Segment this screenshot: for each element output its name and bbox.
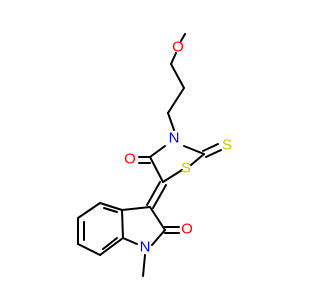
bond-c3a-c7a: [121, 209, 124, 239]
indole-nitrogen-label: N: [140, 239, 151, 256]
bond-n-methyl: [142, 254, 146, 277]
bond-benz-5: [99, 237, 124, 256]
bond-n-c4: [149, 145, 166, 158]
carbonyl-oxygen-atom: O: [124, 151, 136, 168]
methoxy-oxygen-label: O: [172, 39, 184, 56]
ring-sulfur-atom: S: [181, 160, 191, 177]
indole-nitrogen-atom: N: [140, 239, 151, 256]
bond-ch2-n: [167, 112, 175, 131]
carbonyl-oxygen-label: O: [124, 151, 136, 168]
ring-sulfur-label: S: [181, 160, 191, 177]
thione-sulfur-label: S: [222, 137, 232, 154]
lactam-oxygen-atom: O: [181, 221, 193, 238]
bond-s1-c2: [190, 153, 205, 166]
bond-benz-inner-1: [103, 207, 118, 213]
atom-labels: O N O S S N O: [124, 39, 232, 256]
ring-nitrogen-label: N: [169, 130, 180, 147]
bond-benz-inner-3: [102, 237, 118, 250]
chemical-structure: O N O S S N O: [77, 33, 232, 277]
bond-benz-4: [77, 243, 101, 256]
bond-ch2-ch2-b: [167, 87, 185, 114]
bond-n1-c7a: [122, 237, 138, 245]
bond-benz-2: [77, 202, 101, 219]
bond-n-c2: [183, 145, 205, 155]
bond-c5-c3-b: [152, 184, 167, 209]
ring-nitrogen-atom: N: [169, 130, 180, 147]
bond-ch2-ch2: [170, 63, 185, 89]
bond-c4-c5: [149, 156, 164, 183]
bond-o-ch2: [170, 52, 177, 65]
bond-c3-c3a: [121, 206, 151, 211]
lactam-oxygen-label: O: [181, 221, 193, 238]
bond-c2-s-a: [202, 143, 219, 152]
bond-benz-1: [99, 202, 123, 211]
bond-c3-c2: [149, 206, 166, 231]
thione-sulfur-atom: S: [222, 137, 232, 154]
methoxy-oxygen-atom: O: [172, 39, 184, 56]
bond-c2-s-b: [205, 149, 222, 158]
bond-c2-n1: [151, 229, 166, 246]
bond-c5-c3-a: [146, 181, 161, 206]
bonds: [77, 33, 222, 277]
bond-c5-s1: [162, 169, 183, 183]
bond-methyl-o: [180, 33, 186, 42]
